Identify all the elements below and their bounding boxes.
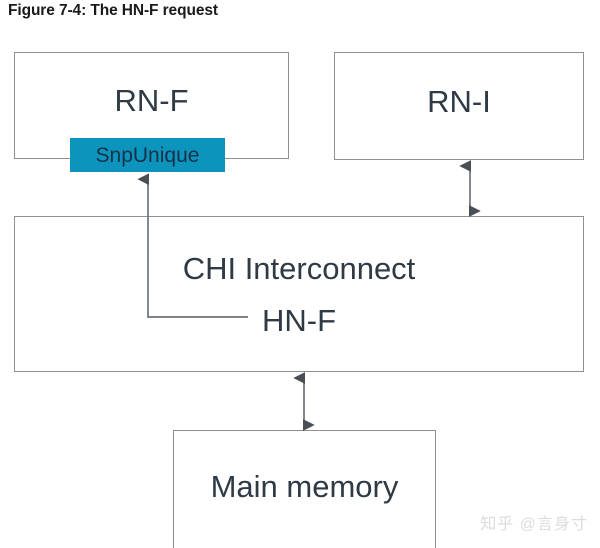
node-rn-i: RN-I [334,52,584,160]
badge-snp-unique: SnpUnique [70,138,225,172]
node-main-memory-label: Main memory [210,469,399,504]
badge-snp-unique-label: SnpUnique [95,143,200,167]
node-rn-i-label: RN-I [427,84,491,119]
node-hn-f-label: HN-F [261,303,337,338]
figure-title: Figure 7-4: The HN-F request [8,2,218,19]
node-main-memory: Main memory [173,430,436,548]
node-chi-interconnect-label: CHI Interconnect [182,251,416,286]
node-rn-f-label: RN-F [114,83,189,118]
node-chi-interconnect: CHI Interconnect HN-F [14,216,584,372]
watermark: 知乎 @言身寸 [480,516,588,533]
